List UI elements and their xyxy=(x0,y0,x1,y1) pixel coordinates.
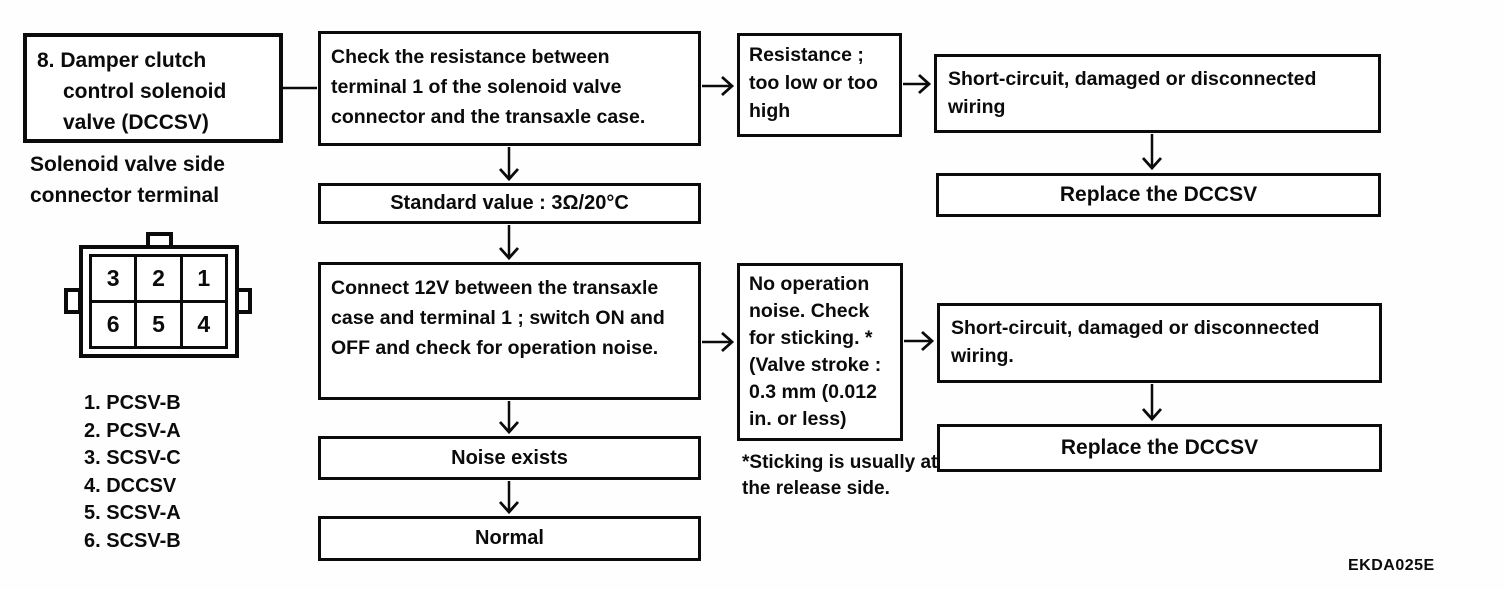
arrowhead-down-icon xyxy=(498,421,520,435)
step-title: 8. Damper clutch control solenoid valve … xyxy=(37,49,227,134)
arrowhead-right-icon xyxy=(921,330,935,352)
legend-item: 1. PCSV-B xyxy=(84,392,181,414)
arrowhead-down-icon xyxy=(498,168,520,182)
connector-caption: Solenoid valve side connector terminal xyxy=(30,153,225,207)
arrowhead-down-icon xyxy=(498,501,520,515)
terminal-cell: 1 xyxy=(182,257,225,300)
figure-code: EKDA025E xyxy=(1348,557,1435,574)
terminal-cell: 2 xyxy=(137,257,180,300)
arrowhead-down-icon xyxy=(498,247,520,261)
sticking-footnote: *Sticking is usually at the release side… xyxy=(742,452,938,499)
short-circuit-box-1: Short-circuit, damaged or disconnected w… xyxy=(934,54,1381,133)
terminal-legend: 1. PCSV-B 2. PCSV-A 3. SCSV-C 4. DCCSV 5. SC… xyxy=(84,390,181,555)
legend-item: 6. SCSV-B xyxy=(84,529,181,552)
terminal-cell: 3 xyxy=(92,257,135,300)
arrowhead-right-icon xyxy=(721,331,735,353)
resistance-fault-box: Resistance ; too low or too high xyxy=(737,33,902,137)
arrowhead-right-icon xyxy=(918,73,932,95)
check-resistance-box: Check the resistance between terminal 1 … xyxy=(318,31,701,146)
short-circuit-box-2: Short-circuit, damaged or disconnected w… xyxy=(937,303,1382,383)
terminal-cell: 4 xyxy=(182,303,225,346)
normal-box: Normal xyxy=(318,516,701,561)
legend-item: 2. PCSV-A xyxy=(84,419,181,442)
step-title-box: 8. Damper clutch control solenoid valve … xyxy=(23,33,283,143)
arrowhead-right-icon xyxy=(721,75,735,97)
replace-dccsv-box-1: Replace the DCCSV xyxy=(936,173,1381,217)
legend-item: 5. SCSV-A xyxy=(84,502,181,524)
legend-item: 3. SCSV-C xyxy=(84,447,181,469)
arrowhead-down-icon xyxy=(1141,157,1163,171)
replace-dccsv-box-2: Replace the DCCSV xyxy=(937,424,1382,472)
noise-exists-box: Noise exists xyxy=(318,436,701,480)
terminal-cell: 5 xyxy=(137,303,180,346)
legend-item: 4. DCCSV xyxy=(84,474,177,497)
terminal-cell: 6 xyxy=(92,303,135,346)
standard-value-box: Standard value : 3Ω/20°C xyxy=(318,183,701,224)
arrowhead-down-icon xyxy=(1141,408,1163,422)
no-operation-noise-box: No operation noise. Check for sticking. … xyxy=(737,263,903,441)
connect-12v-box: Connect 12V between the transaxle case a… xyxy=(318,262,701,400)
